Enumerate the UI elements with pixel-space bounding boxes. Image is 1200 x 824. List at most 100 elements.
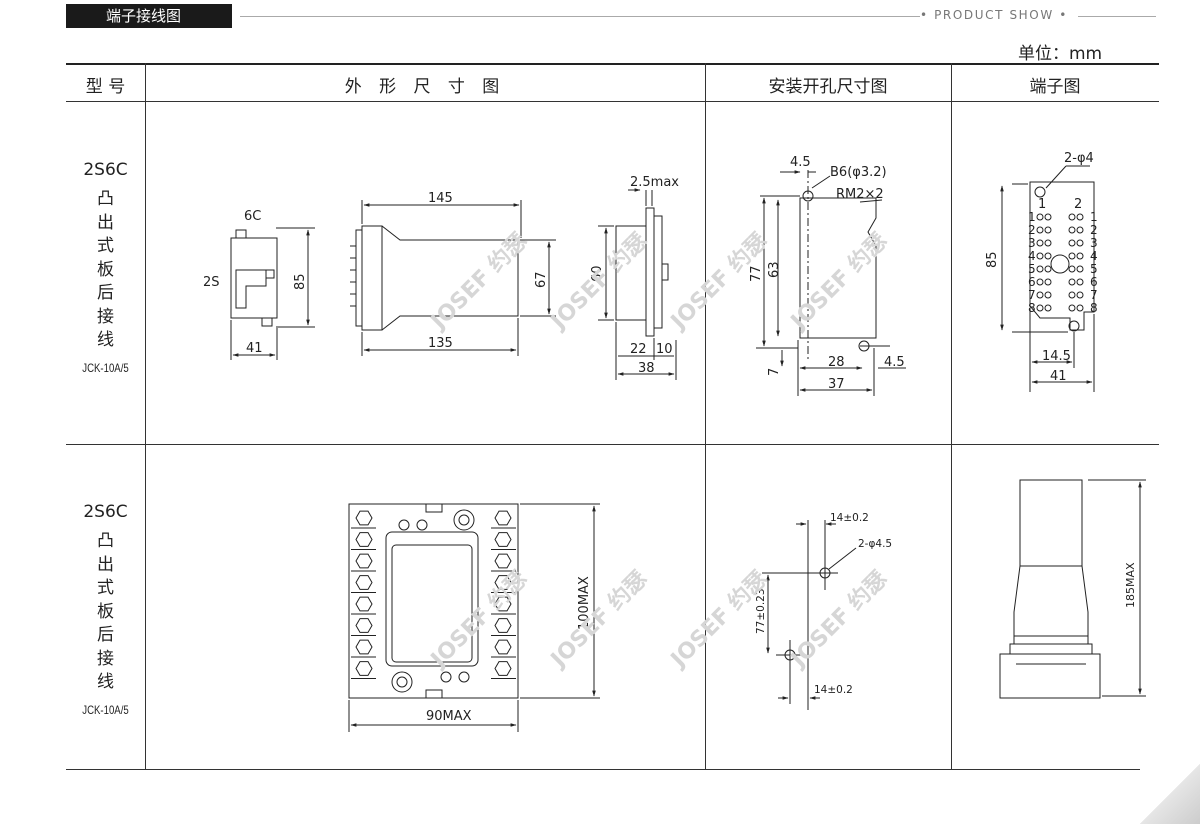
terminal-pin [1076,226,1084,234]
model-name: JCK-10A/5 [82,360,129,375]
header-divider-right [1078,16,1156,17]
terminal-drawing-1 [1000,165,1095,392]
model-code: 2S6C [83,502,128,522]
unit-label: 单位：mm [1018,44,1103,64]
terminal-number: 5 [1028,262,1036,276]
dim-60: 60 [590,265,605,282]
dim-4-5b: 4.5 [884,355,905,370]
terminal-pin [1036,291,1044,299]
hex-terminal [355,532,373,547]
terminal-pin [1068,226,1076,234]
col-divider [145,63,146,770]
dim-2-phi4: 2-φ4 [1064,151,1094,166]
dim-7: 7 [767,368,782,376]
terminal-pin [1044,278,1052,286]
dim-28: 28 [828,355,845,370]
table-row-border [66,444,1159,445]
dim-2s: 2S [203,275,220,290]
dim-85: 85 [293,273,308,290]
hex-terminal [494,661,512,676]
terminal-number: 4 [1028,249,1036,263]
hex-terminal [355,575,373,590]
model-cell-2: 2S6C 凸出式板后接线 JCK-10A/5 [66,502,145,717]
terminal-pin [1068,304,1076,312]
hex-terminal [355,510,373,526]
dim-77: 77 [749,265,764,282]
dim-14-0-2: 14±0.2 [830,512,869,524]
terminal-number: 8 [1090,301,1098,315]
hex-terminal [355,553,373,569]
dim-rm: RM2×2 [836,187,884,202]
dim-22: 22 [630,342,647,357]
dim-135: 135 [428,336,453,351]
terminal-pin [1036,239,1044,247]
terminal-pin [1044,226,1052,234]
terminal-pin [1076,239,1084,247]
terminal-pin [1076,265,1084,273]
terminal-pin [1036,213,1044,221]
terminal-number: 1 [1028,210,1036,224]
header-outline: 外 形 尺 寸 图 [344,77,506,97]
terminal-number: 3 [1028,236,1036,250]
header-divider [240,16,920,17]
watermarks: JOSEF 约瑟 JOSEF 约瑟 JOSEF 约瑟 JOSEF 约瑟 JOSE… [424,228,892,674]
header-model: 型 号 [85,77,126,97]
svg-text:JOSEF 约瑟: JOSEF 约瑟 [544,566,652,674]
svg-text:JOSEF 约瑟: JOSEF 约瑟 [544,228,652,336]
dim-145: 145 [428,191,453,206]
body-view-drawing [350,200,556,356]
cutout-drawing-1 [756,170,906,396]
terminal-number: 8 [1028,301,1036,315]
terminal-pin [1044,239,1052,247]
terminal-pin [1068,291,1076,299]
terminal-pin [1076,278,1084,286]
dim-6c: 6C [244,209,261,224]
terminal-pin [1076,252,1084,260]
col-divider [951,63,952,770]
hex-terminal [494,596,512,612]
table-top-border [66,63,1159,65]
model-name: JCK-10A/5 [82,702,129,717]
terminal-pin [1044,213,1052,221]
model-cell-1: 2S6C 凸出式板后接线 JCK-10A/5 [66,160,145,375]
cutout-drawing-2 [762,520,857,710]
dim-77-0-23: 77±0.23 [755,588,767,634]
hex-terminal [494,575,512,590]
terminal-pin [1068,252,1076,260]
terminal-number: 3 [1090,236,1098,250]
svg-text:JOSEF 约瑟: JOSEF 约瑟 [424,228,532,336]
terminal-number: 7 [1028,288,1036,302]
terminal-number: 6 [1028,275,1036,289]
front-hex-terminals [351,510,516,679]
mount-type: 凸出式板后接线 [97,531,114,692]
dim-63: 63 [767,261,782,278]
terminal-pin [1036,252,1044,260]
svg-text:JOSEF 约瑟: JOSEF 约瑟 [784,566,892,674]
hex-terminal [494,510,512,526]
terminal-pin [1068,213,1076,221]
terminal-number: 2 [1090,223,1098,237]
dim-100max: 100MAX [577,576,592,630]
terminal-col-1: 1 [1038,197,1046,212]
terminal-pin [1036,278,1044,286]
mount-type: 凸出式板后接线 [97,189,114,350]
terminal-pin [1036,304,1044,312]
dim-10: 10 [656,342,673,357]
terminal-pin [1068,239,1076,247]
hex-terminal [494,532,512,547]
hex-terminal [494,639,512,655]
terminal-pin [1044,291,1052,299]
dim-67: 67 [534,271,549,288]
table-header-border [66,101,1159,102]
hex-terminal [355,661,373,676]
dim-2-phi4-5: 2-φ4.5 [858,538,892,550]
dim-185max: 185MAX [1124,562,1137,608]
header-cutout: 安装开孔尺寸图 [768,77,888,97]
dim-14-5: 14.5 [1042,349,1071,364]
dim-90max: 90MAX [426,709,472,724]
dim-2-5max: 2.5max [630,175,679,190]
hex-terminal [494,618,512,633]
dim-4-5: 4.5 [790,155,811,170]
dim-14-0-2b: 14±0.2 [814,684,853,696]
